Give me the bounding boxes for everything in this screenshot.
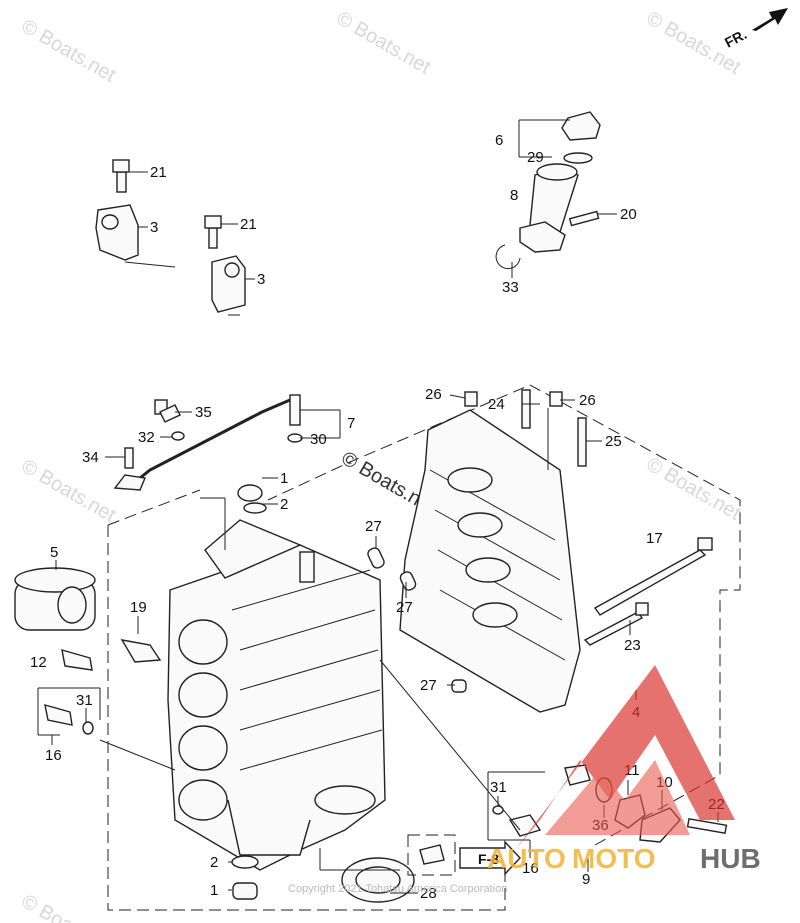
callout-1: 1 — [280, 470, 288, 487]
callout-17: 17 — [646, 530, 663, 547]
watermark: © Boats.net — [18, 455, 120, 527]
reference-label: F-8 — [478, 851, 499, 867]
bottom-components — [231, 848, 415, 903]
callout-34: 34 — [82, 449, 99, 466]
callout-25: 25 — [605, 433, 622, 450]
callout-3: 3 — [257, 271, 265, 288]
cylinder-block — [167, 484, 386, 871]
callout-1: 1 — [210, 882, 218, 899]
callout-26: 26 — [579, 392, 596, 409]
watermark: © Boats.net — [18, 15, 120, 87]
watermark: © Boats.net — [18, 890, 120, 923]
callout-27: 27 — [420, 677, 437, 694]
callout-6: 6 — [495, 132, 503, 149]
lifting-bracket-rear — [204, 215, 246, 316]
callout-20: 20 — [620, 206, 637, 223]
callout-27: 27 — [365, 518, 382, 535]
callout-29: 29 — [527, 149, 544, 166]
callout-8: 8 — [510, 187, 518, 204]
callout-21: 21 — [240, 216, 257, 233]
callout-16: 16 — [45, 747, 62, 764]
callout-3: 3 — [150, 219, 158, 236]
logo-text-auto: AUTO — [487, 843, 566, 874]
oil-filler-assembly — [495, 111, 601, 270]
callout-33: 33 — [502, 279, 519, 296]
front-direction-indicator: FR. — [722, 8, 788, 51]
callout-19: 19 — [130, 599, 147, 616]
oil-filter — [14, 567, 96, 631]
callout-5: 5 — [50, 544, 58, 561]
assembly-boundary — [107, 384, 741, 911]
lifting-bracket-front — [95, 159, 176, 268]
callout-16: 16 — [522, 860, 539, 877]
callout-32: 32 — [138, 429, 155, 446]
arrow-icon — [752, 8, 788, 31]
automotohub-logo: AUTO MOTO HUB — [487, 665, 761, 874]
callout-24: 24 — [488, 396, 505, 413]
callout-26: 26 — [425, 386, 442, 403]
breather-tube-assembly — [113, 394, 341, 491]
direction-label: FR. — [722, 26, 749, 51]
reference-box: F-8 — [407, 834, 521, 876]
callout-9: 9 — [582, 871, 590, 888]
callout-7: 7 — [347, 415, 355, 432]
callout-28: 28 — [420, 885, 437, 902]
watermark: © Boats.net — [333, 7, 435, 79]
copyright-text: Copyright 2021 Tohatsu America Corporati… — [288, 883, 507, 895]
logo-text-moto: MOTO — [572, 843, 655, 874]
watermark: © Boats.net — [643, 453, 745, 525]
crankcase — [367, 389, 587, 713]
callout-27: 27 — [396, 599, 413, 616]
callout-31: 31 — [490, 779, 507, 796]
callout-2: 2 — [210, 854, 218, 871]
callout-2: 2 — [280, 496, 288, 513]
callout-35: 35 — [195, 404, 212, 421]
callout-12: 12 — [30, 654, 47, 671]
crankcase-bolts — [583, 537, 713, 646]
callout-23: 23 — [624, 637, 641, 654]
callout-30: 30 — [310, 431, 327, 448]
logo-text-hub: HUB — [700, 843, 761, 874]
callout-31: 31 — [76, 692, 93, 709]
callout-21: 21 — [150, 164, 167, 181]
sensors-left — [37, 639, 176, 771]
